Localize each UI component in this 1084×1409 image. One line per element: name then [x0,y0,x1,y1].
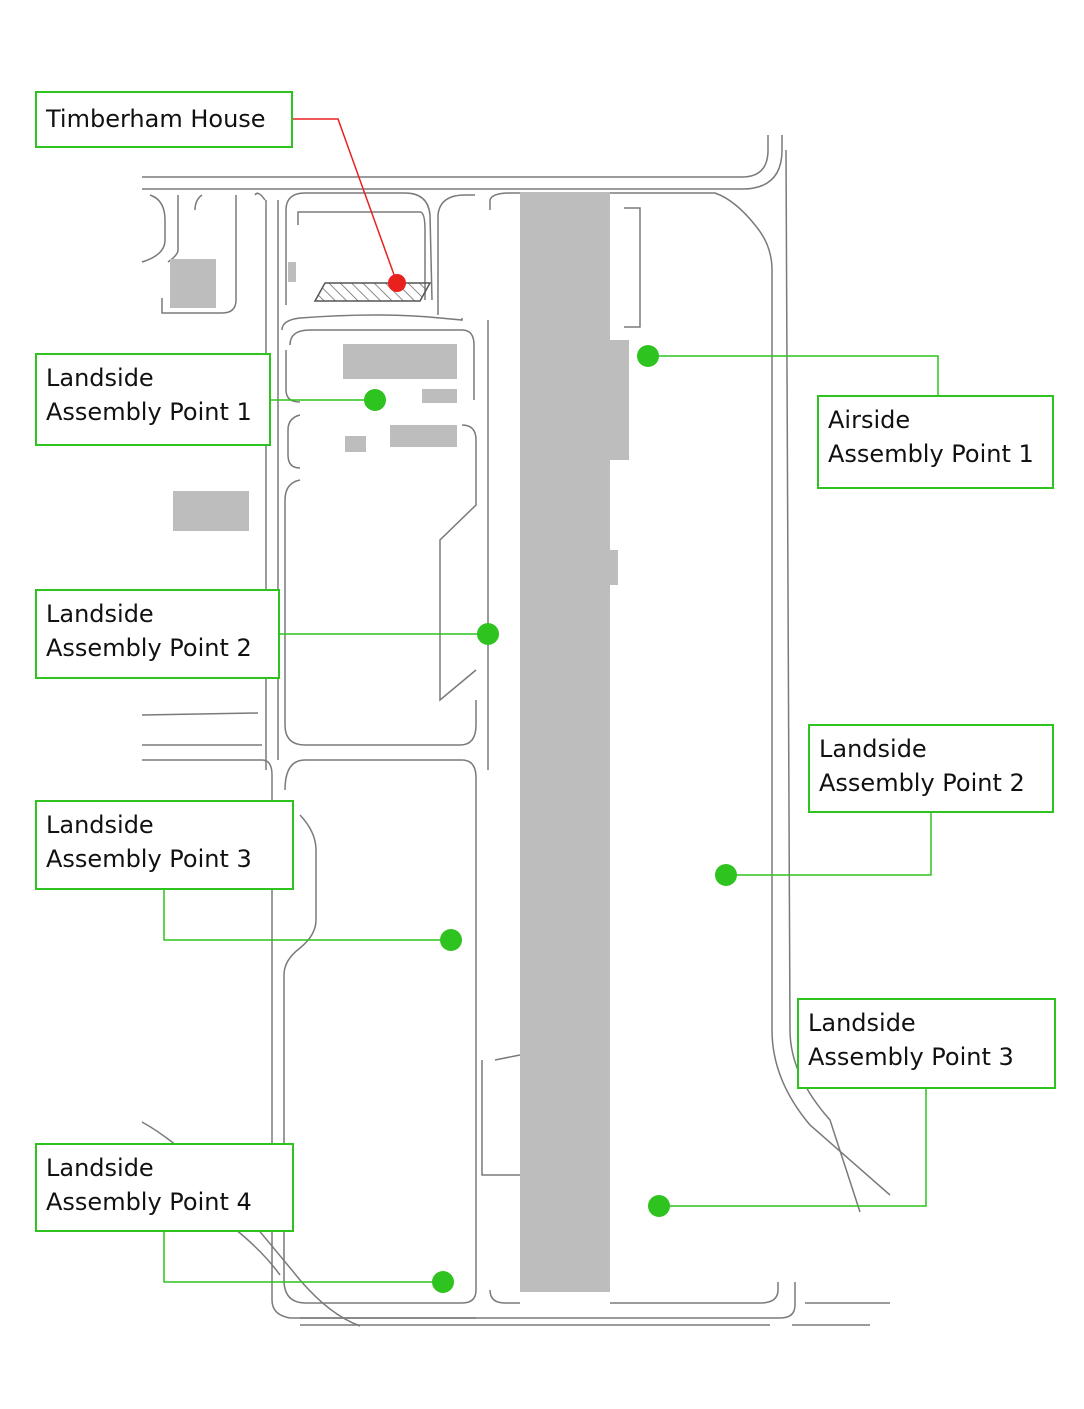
timberham-house-label: Timberham House [35,91,293,148]
label-line-2: Assembly Point 2 [46,634,252,662]
building-tiny [288,262,296,282]
label-line-1: Landside [819,735,927,763]
label-line-1: Landside [808,1009,916,1037]
terminal-annex [608,340,629,460]
label-line-2: Assembly Point 2 [819,769,1025,797]
landside-assembly-point-2-west-label: Landside Assembly Point 2 [35,589,280,679]
label-line-2: Assembly Point 4 [46,1188,252,1216]
landside-assembly-point-4-label: Landside Assembly Point 4 [35,1143,294,1232]
label-line-1: Landside [46,600,154,628]
terminal-annex-small [608,550,618,585]
building-lap1-b [422,389,457,403]
timberham-house-text: Timberham House [46,105,266,133]
landside-3-west-marker [440,929,462,951]
landside-2-west-marker [477,623,499,645]
airside-assembly-point-1-label: Airside Assembly Point 1 [817,395,1054,489]
label-line-2: Assembly Point 3 [808,1043,1014,1071]
building-lap1-a [343,344,457,379]
timberham-house-building [313,282,432,302]
landside-3-east-marker [648,1195,670,1217]
label-line-1: Landside [46,1154,154,1182]
landside-assembly-point-2-east-label: Landside Assembly Point 2 [808,724,1054,813]
label-line-2: Assembly Point 1 [828,440,1034,468]
label-line-2: Assembly Point 1 [46,398,252,426]
building-nw [170,259,216,308]
landside-assembly-point-1-label: Landside Assembly Point 1 [35,353,271,446]
label-line-1: Landside [46,364,154,392]
landside-4-marker [432,1271,454,1293]
label-line-1: Airside [828,406,911,434]
landside-1-marker [364,389,386,411]
landside-assembly-point-3-west-label: Landside Assembly Point 3 [35,800,294,890]
assembly-markers [364,274,737,1293]
road-network [141,135,891,1327]
airside-1-marker [637,345,659,367]
landside-assembly-point-3-east-label: Landside Assembly Point 3 [797,998,1056,1089]
leader-lines [163,118,939,1283]
runway-terminal-block [520,192,610,1292]
timberham-house-marker [388,274,406,292]
buildings [170,192,629,1292]
building-lap1-c [390,425,457,447]
label-line-2: Assembly Point 3 [46,845,252,873]
building-west [173,491,249,531]
landside-2-east-marker [715,864,737,886]
label-line-1: Landside [46,811,154,839]
building-lap1-d [345,436,366,452]
